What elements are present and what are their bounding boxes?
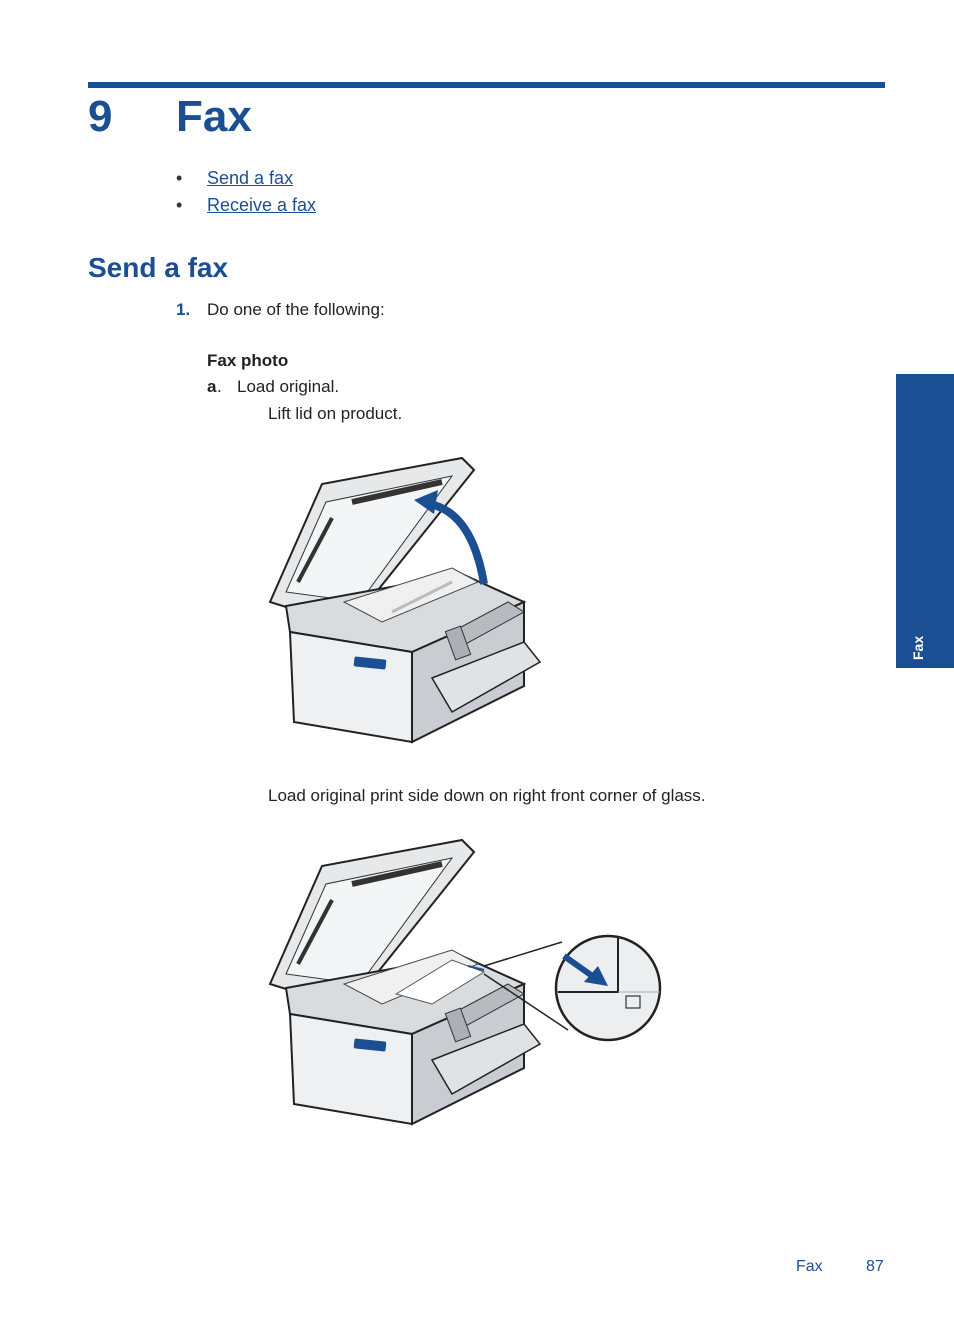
item-letter-dot: . bbox=[217, 377, 222, 396]
printer-load-original-illustration bbox=[268, 838, 662, 1126]
side-tab-label: Fax bbox=[910, 635, 926, 660]
instruction-lift-lid: Lift lid on product. bbox=[268, 404, 403, 423]
subsection-title: Fax photo bbox=[207, 351, 289, 370]
toc-bullet: • bbox=[176, 195, 183, 215]
step-number: 1. bbox=[176, 300, 191, 319]
chapter-rule bbox=[88, 82, 885, 88]
section-title: Send a fax bbox=[88, 252, 229, 283]
page-number: 87 bbox=[866, 1258, 884, 1275]
chapter-number: 9 bbox=[88, 92, 113, 141]
instruction-load-original: Load original print side down on right f… bbox=[268, 786, 706, 805]
printer-lid-open-illustration bbox=[268, 456, 542, 744]
chapter-side-tab bbox=[896, 374, 954, 668]
toc-bullet: • bbox=[176, 168, 183, 188]
step-text: Do one of the following: bbox=[207, 300, 385, 319]
item-letter: a bbox=[207, 377, 217, 396]
item-text: Load original. bbox=[237, 377, 340, 396]
chapter-title: Fax bbox=[176, 92, 252, 141]
toc-link-receive-a-fax[interactable]: Receive a fax bbox=[207, 195, 317, 215]
footer-section-label: Fax bbox=[796, 1258, 823, 1275]
toc-link-send-a-fax[interactable]: Send a fax bbox=[207, 168, 294, 188]
